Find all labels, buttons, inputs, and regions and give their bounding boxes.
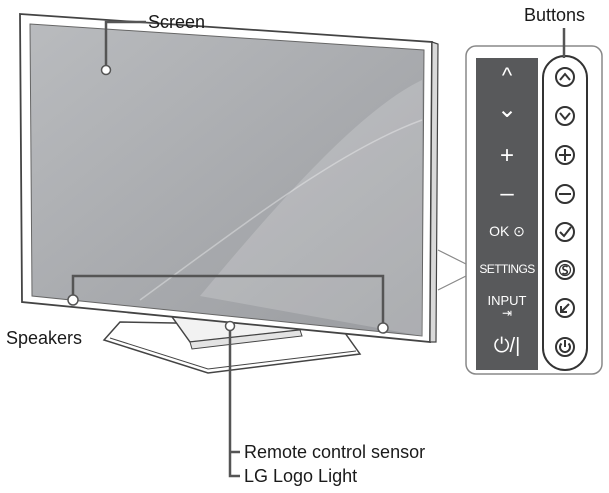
button-label-down: ⌄ [496, 96, 518, 123]
input-source-icon: ⇥ [501, 306, 513, 320]
button-label-settings: SETTINGS [479, 262, 535, 276]
button-panel-connector [437, 249, 467, 291]
label-screen: Screen [148, 12, 206, 32]
input-arrow-icon [555, 298, 575, 318]
chevron-up-icon [555, 67, 575, 87]
sensor-leader-line [228, 326, 240, 478]
plus-icon [555, 145, 575, 165]
button-label-minus: – [500, 180, 514, 207]
power-icon [555, 337, 575, 357]
button-label-plus: + [499, 142, 514, 169]
ok-check-icon [555, 222, 575, 242]
button-label-ok: OK ⊙ [489, 223, 525, 239]
speaker-right-dot [377, 322, 389, 334]
label-speakers: Speakers [6, 328, 83, 348]
button-label-list: ^ ⌄ + – OK ⊙ SETTINGS INPUT ⇥ ⏻/| [476, 60, 538, 370]
button-rocker [542, 55, 588, 371]
chevron-down-icon [555, 106, 575, 126]
label-remote-sensor: Remote control sensor [244, 442, 426, 462]
button-label-up: ^ [501, 63, 513, 88]
button-panel [465, 45, 603, 375]
screen-area [29, 23, 425, 337]
minus-icon [555, 184, 575, 204]
button-label-input: INPUT [487, 293, 527, 308]
label-buttons: Buttons [524, 5, 586, 25]
screen-indicator-dot [100, 64, 112, 76]
button-label-power: ⏻/| [493, 335, 521, 357]
sensor-dot [224, 320, 236, 332]
label-logo-light: LG Logo Light [244, 466, 358, 486]
screen-leader-line [104, 20, 146, 70]
settings-s-icon [555, 260, 575, 280]
speaker-left-dot [67, 294, 79, 306]
button-label-strip [476, 58, 538, 370]
speakers-bracket [71, 274, 385, 328]
